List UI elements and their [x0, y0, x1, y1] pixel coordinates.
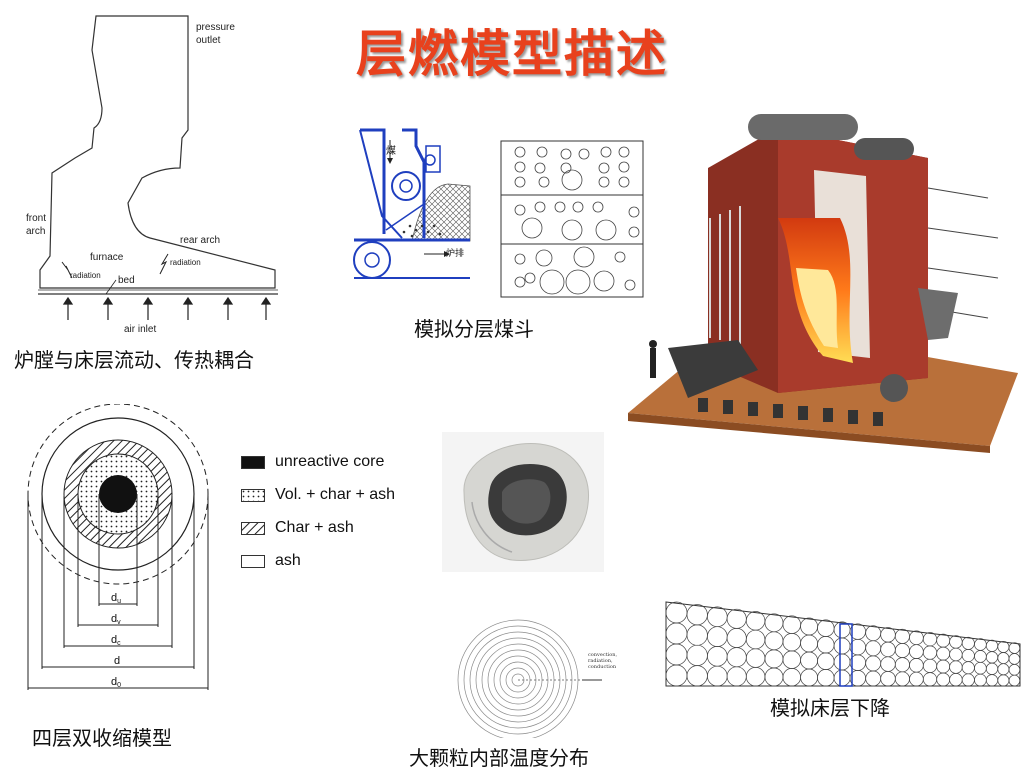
- coal-particle-photo: [442, 432, 604, 572]
- legend-item-vol-char-ash: Vol. + char + ash: [241, 485, 441, 505]
- dim-dc-label: d: [111, 634, 117, 646]
- caption-particle-temp: 大颗粒内部温度分布: [409, 746, 589, 770]
- bed-descent-diagram: [664, 598, 1024, 690]
- caption-shrinking-model: 四层双收缩模型: [32, 726, 172, 750]
- legend-label: Char + ash: [275, 519, 354, 536]
- legend-item-char-ash: Char + ash: [241, 518, 441, 538]
- pressure-outlet-label-2: outlet: [196, 35, 221, 46]
- legend-swatch-dots: [241, 488, 265, 502]
- legend-label: Vol. + char + ash: [275, 486, 396, 503]
- particle-annotation-1: convection,: [588, 652, 617, 658]
- particle-temperature-diagram: convection, radiation, conduction: [452, 618, 630, 741]
- front-arch-label-1: front: [26, 213, 46, 224]
- shrinking-model-diagram: du dv dc d d0: [14, 403, 224, 694]
- dim-d-label: d: [114, 655, 120, 667]
- legend-label: ash: [275, 552, 301, 569]
- hopper-diagram: 煤 炉排: [342, 126, 492, 286]
- rear-arch-label: rear arch: [180, 235, 220, 246]
- legend-item-ash: ash: [241, 551, 441, 571]
- air-inlet-label: air inlet: [124, 324, 156, 335]
- furnace-outline: pressure outlet front arch rear arch fur…: [26, 15, 278, 335]
- svg-text:dc: dc: [111, 634, 121, 647]
- caption-bed-descent: 模拟床层下降: [770, 696, 890, 720]
- legend-label: unreactive core: [275, 453, 385, 470]
- dim-dv-label: d: [111, 613, 117, 625]
- radiation-label-left: radiation: [70, 271, 101, 280]
- radiation-label-right: radiation: [170, 258, 201, 267]
- svg-text:dv: dv: [111, 613, 121, 626]
- shrinking-model-svg: du dv dc d d0: [27, 403, 209, 690]
- caption-coal-hopper: 模拟分层煤斗: [414, 317, 534, 341]
- svg-text:d: d: [114, 655, 120, 667]
- selected-column: [839, 623, 853, 687]
- particle-annotation-2: radiation,: [588, 658, 613, 664]
- dim-dc-subscript: c: [117, 640, 121, 647]
- dim-d0-label: d: [111, 676, 117, 688]
- layered-hopper-box: [500, 140, 644, 300]
- hopper-coal-label: 煤: [386, 144, 396, 157]
- bed-particle: [1008, 642, 1021, 654]
- furnace-diagram: pressure outlet front arch rear arch fur…: [20, 8, 290, 338]
- front-arch-label-2: arch: [26, 226, 45, 237]
- legend-swatch-hatch: [241, 521, 265, 535]
- boiler-illustration: [628, 108, 1024, 453]
- pressure-outlet-label-1: pressure: [196, 22, 235, 33]
- legend-swatch-empty: [241, 554, 265, 568]
- caption-furnace-coupling: 炉膛与床层流动、传热耦合: [14, 348, 254, 372]
- svg-text:d0: d0: [111, 676, 121, 689]
- dim-du-subscript: u: [117, 598, 121, 605]
- legend: unreactive core Vol. + char + ash Char +…: [241, 452, 441, 584]
- dim-du-label: d: [111, 592, 117, 604]
- dim-d0-subscript: 0: [117, 682, 121, 689]
- svg-text:du: du: [111, 592, 121, 605]
- furnace-label: furnace: [90, 252, 124, 263]
- dim-dv-subscript: v: [117, 619, 121, 626]
- hopper-grate-label: 炉排: [446, 247, 464, 259]
- legend-swatch-solid: [241, 455, 265, 469]
- particle-annotation-3: conduction: [588, 664, 617, 670]
- legend-item-unreactive-core: unreactive core: [241, 452, 441, 472]
- bed-label: bed: [118, 275, 135, 286]
- page-title: 层燃模型描述: [356, 25, 668, 83]
